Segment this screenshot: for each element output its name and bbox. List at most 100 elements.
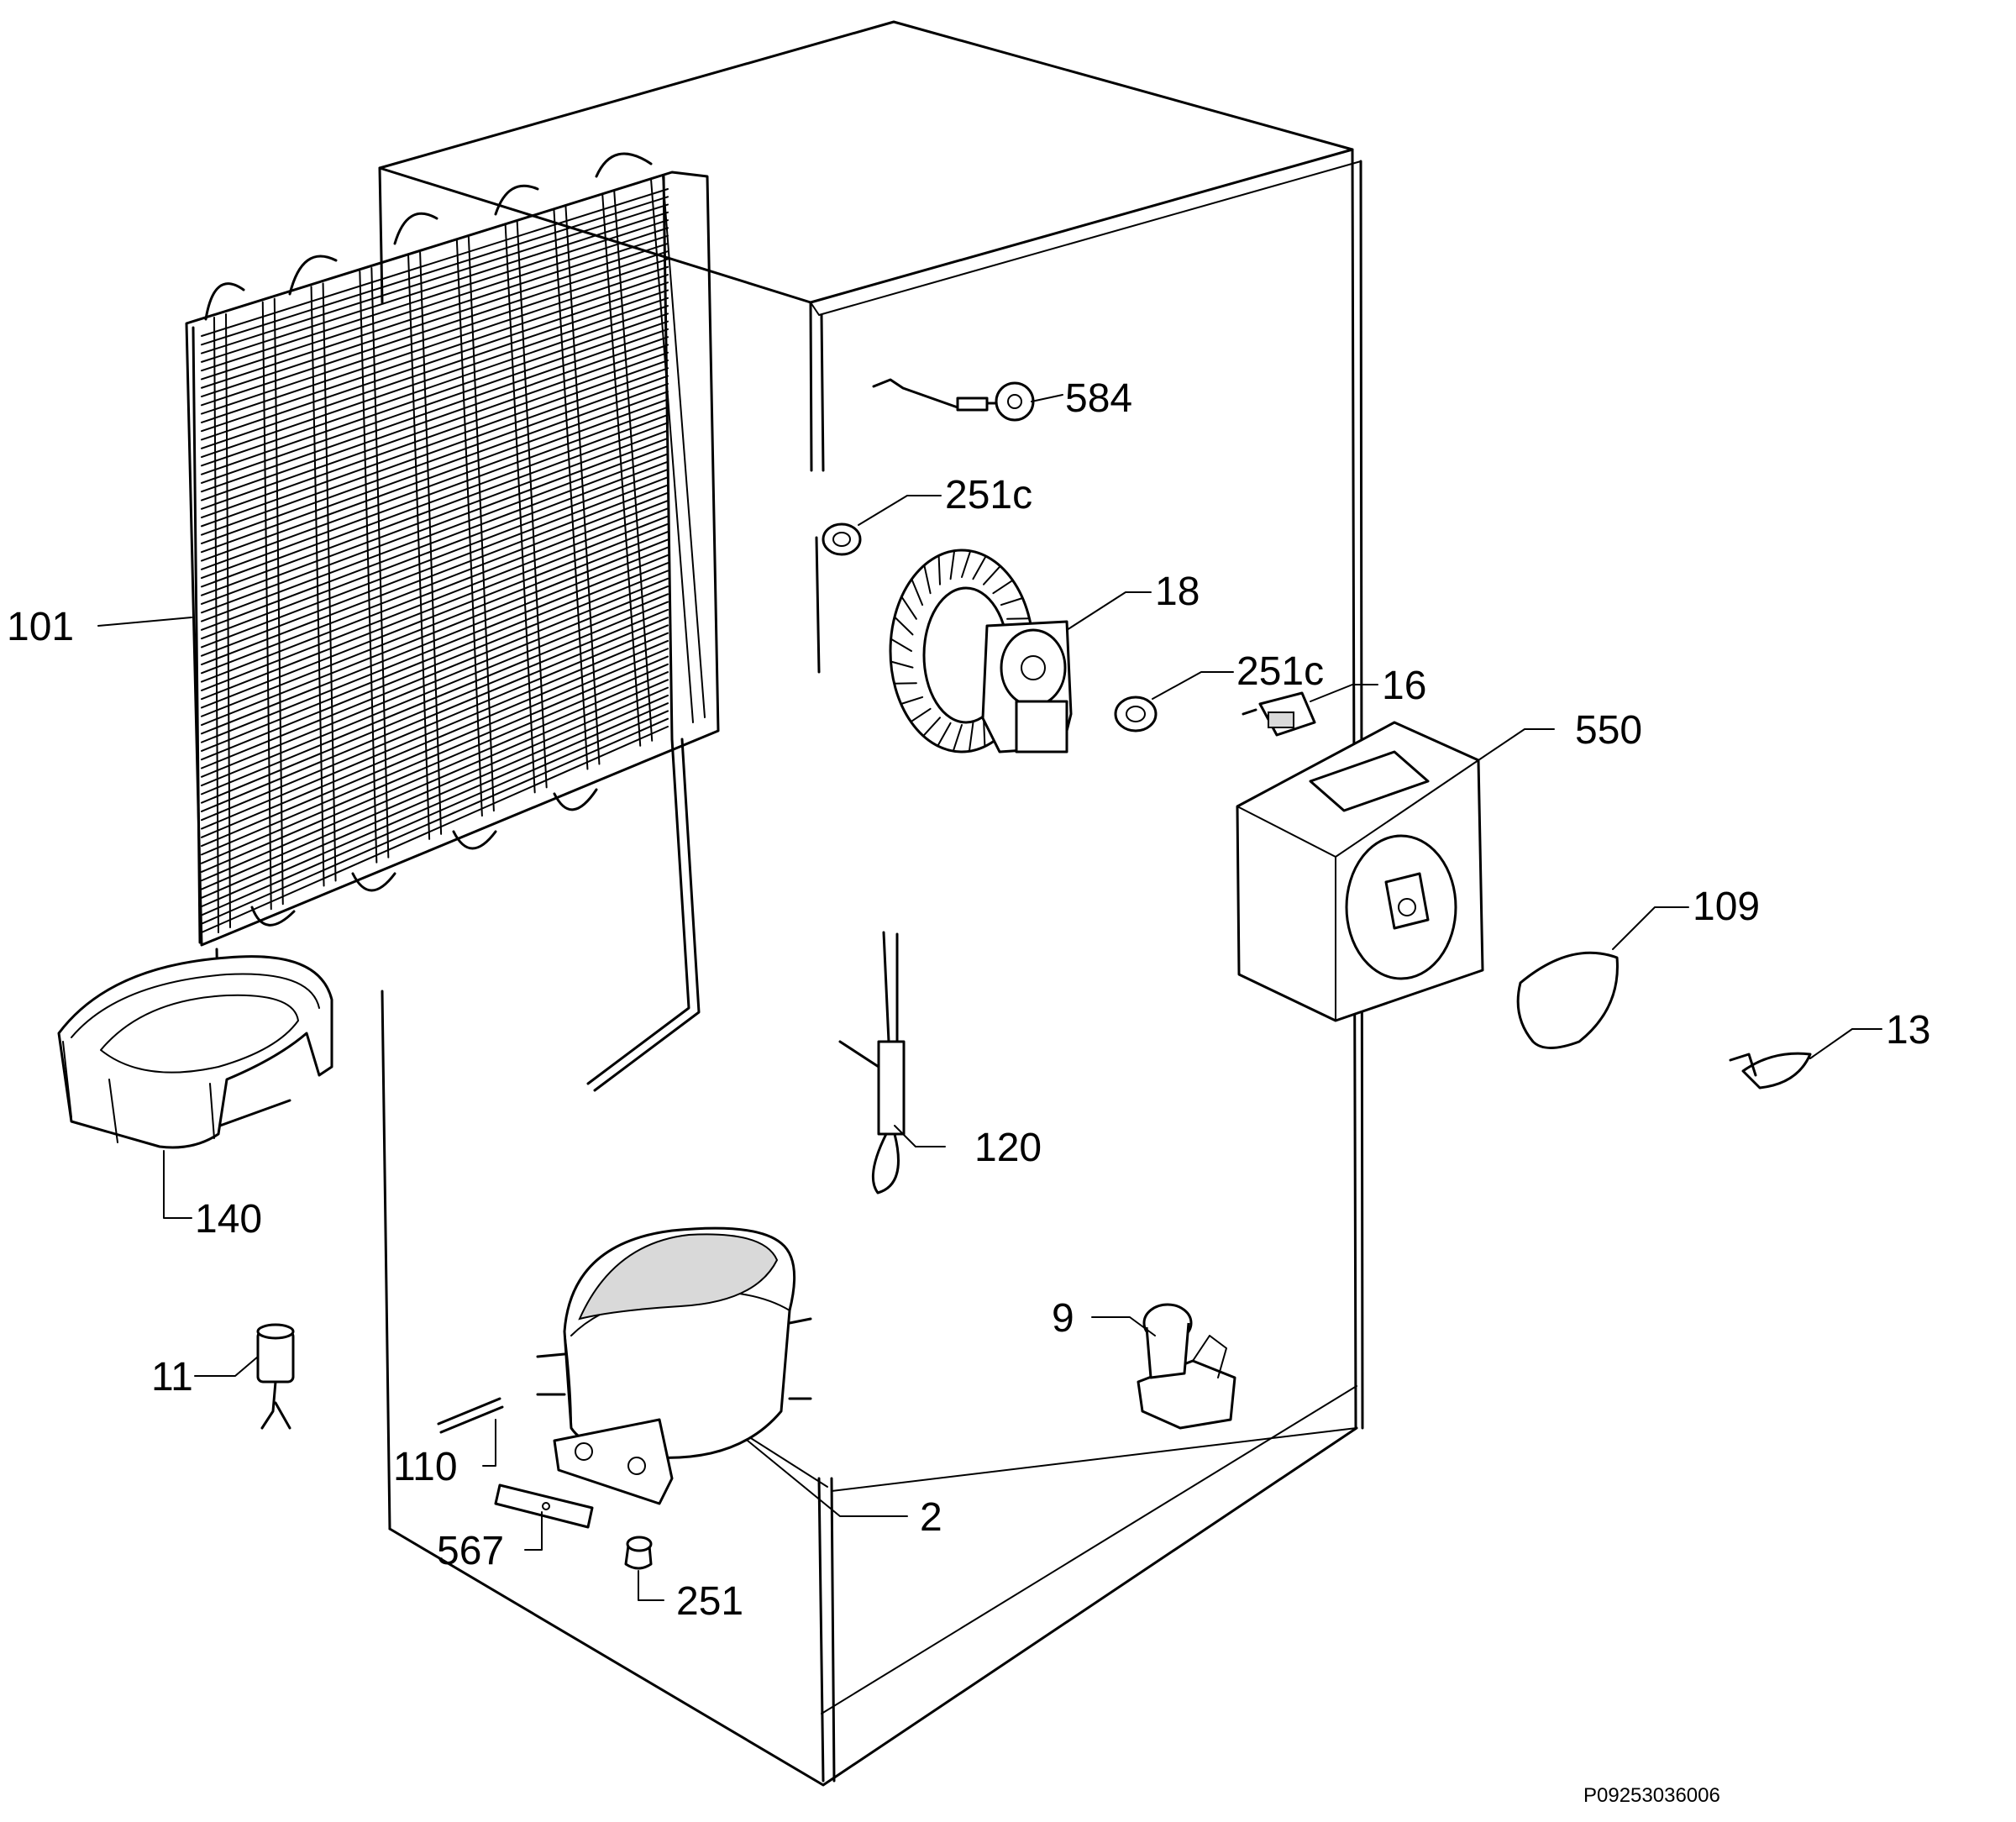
condenser-wire <box>201 203 669 354</box>
fan-blade <box>911 578 924 606</box>
condenser-wire <box>201 265 669 423</box>
condenser-wire <box>201 328 669 493</box>
label-251c-upper: 251c <box>945 473 1032 517</box>
condenser-wire <box>201 562 669 752</box>
condenser-wire <box>201 617 669 812</box>
fan-blade <box>937 554 941 585</box>
capillary-584 <box>872 378 1035 422</box>
condenser-wire <box>201 538 669 727</box>
condenser-wire <box>201 554 669 743</box>
leader-13 <box>1809 1028 1882 1059</box>
leader-lines <box>97 394 1882 1601</box>
condenser-wire <box>201 608 669 804</box>
leader-120 <box>894 1125 946 1147</box>
label-550: 550 <box>1575 708 1642 753</box>
condenser-wire <box>201 336 669 501</box>
leader-550 <box>1478 728 1555 761</box>
condenser-wire <box>201 382 669 554</box>
condenser-wire <box>201 468 669 648</box>
plate-567 <box>494 1483 594 1529</box>
condenser-wire <box>201 663 669 864</box>
fan-blade <box>983 564 1001 585</box>
label-9: 9 <box>1052 1296 1074 1341</box>
condenser-wire <box>201 570 669 761</box>
condenser-wire <box>201 476 669 657</box>
condenser-wire <box>201 391 669 562</box>
condenser-wire <box>201 702 669 908</box>
fan-blade <box>937 722 952 747</box>
condenser-wire <box>201 624 669 822</box>
label-584: 584 <box>1065 376 1132 421</box>
condenser-wire <box>201 710 669 916</box>
leader-567 <box>524 1511 543 1551</box>
fan-blade <box>900 696 924 705</box>
condenser-wire <box>201 445 669 622</box>
condenser-tube <box>662 175 706 718</box>
figure-code: P09253036006 <box>1583 1784 1720 1807</box>
grommet-251c-upper <box>822 522 862 556</box>
leader-9 <box>1091 1316 1156 1336</box>
fan-motor-18 <box>889 549 1073 753</box>
condenser-wire <box>201 694 669 899</box>
condenser-wire <box>201 726 669 933</box>
fan-blade <box>922 717 941 738</box>
grommet-251 <box>624 1536 653 1570</box>
fan-blade <box>992 579 1014 595</box>
label-251c-lower: 251c <box>1236 649 1324 694</box>
leader-251c-upper <box>858 495 942 526</box>
bulb-13 <box>1729 1052 1812 1090</box>
condenser-wire <box>201 289 669 449</box>
fan-blade <box>890 660 914 669</box>
fan-blade <box>923 564 932 595</box>
condenser-wire <box>201 320 669 484</box>
leader-2 <box>747 1440 908 1517</box>
leader-109 <box>1612 906 1689 950</box>
condenser-wire <box>201 234 669 389</box>
compressor-2 <box>536 1226 812 1505</box>
condenser-wire <box>201 500 669 683</box>
condenser-wire <box>201 297 669 459</box>
condenser-wire <box>201 211 669 363</box>
condenser-wire <box>201 531 669 717</box>
label-251: 251 <box>676 1579 743 1624</box>
condenser-wire <box>201 406 669 580</box>
condenser-wire <box>201 585 669 778</box>
drip-tray-140 <box>57 955 333 1149</box>
condenser-wire <box>201 375 669 544</box>
fan-blade <box>952 724 963 753</box>
condenser-wire <box>201 671 669 873</box>
condenser-wire <box>201 242 669 398</box>
fan-blade <box>1006 617 1031 620</box>
fan-blade <box>910 707 932 723</box>
condenser-wire <box>201 422 669 596</box>
condenser-wire <box>201 437 669 614</box>
label-16: 16 <box>1382 664 1426 708</box>
condenser-wire <box>201 305 669 467</box>
condenser-wire <box>201 258 669 415</box>
condenser-wire <box>201 360 669 528</box>
fan-blade <box>900 596 917 620</box>
label-18: 18 <box>1155 570 1200 614</box>
leader-11 <box>194 1356 259 1377</box>
label-110: 110 <box>393 1445 458 1489</box>
fan-blade <box>972 555 987 580</box>
leader-18 <box>1066 591 1152 631</box>
condenser-wire <box>201 648 669 848</box>
label-101: 101 <box>7 605 74 649</box>
fan-blade <box>893 682 917 685</box>
label-109: 109 <box>1693 885 1760 929</box>
leader-101 <box>97 617 192 627</box>
condenser-wire <box>201 507 669 691</box>
condenser-wire <box>201 717 669 925</box>
condenser-wire <box>201 274 669 433</box>
label-567: 567 <box>437 1529 504 1573</box>
condenser-wire <box>201 250 669 407</box>
condenser-wire <box>201 312 669 475</box>
condenser-wire <box>201 413 669 588</box>
leader-110 <box>482 1419 496 1467</box>
relay-11 <box>256 1323 295 1430</box>
condenser-wire <box>201 398 669 570</box>
condenser-wire <box>201 281 669 441</box>
sensor-120 <box>838 931 906 1195</box>
